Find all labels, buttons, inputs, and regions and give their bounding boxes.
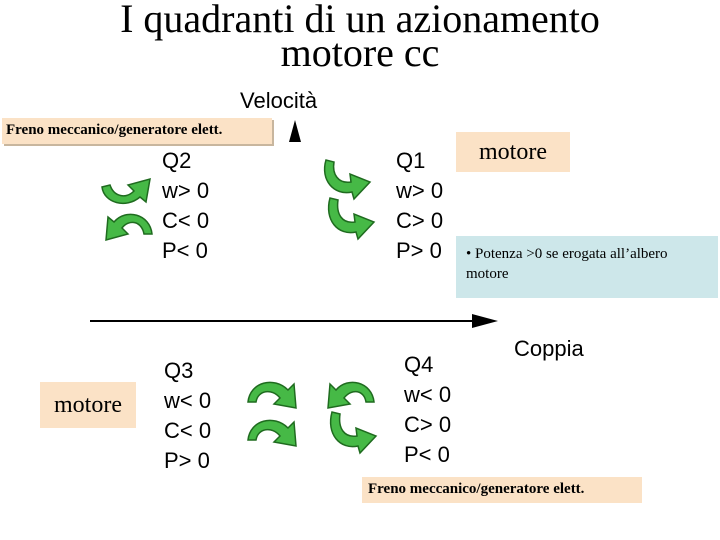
q1-arrow-upper-icon — [323, 159, 372, 201]
q3-torque: C< 0 — [164, 418, 212, 443]
quadrant-q4: Q4 w< 0 C> 0 P< 0 — [404, 350, 451, 470]
q4-speed: w< 0 — [404, 382, 452, 407]
q4-arrow-lower-icon — [329, 411, 378, 455]
q1-arrow-lower-icon — [327, 197, 376, 241]
q4-torque: C> 0 — [404, 412, 452, 437]
q1-speed: w> 0 — [396, 178, 444, 203]
q3-arrow-upper-icon — [247, 381, 297, 409]
q4-power: P< 0 — [404, 442, 450, 467]
title-line-2: motore cc — [280, 30, 440, 75]
q2-arrow-lower-icon — [105, 213, 153, 242]
q2-arrow-upper-icon — [101, 177, 151, 205]
torque-axis-arrowhead — [472, 314, 498, 328]
motor-tag-q3: motore — [40, 382, 136, 428]
q1-name: Q1 — [396, 148, 426, 173]
velocity-axis-arrowhead — [289, 120, 301, 142]
q2-speed: w> 0 — [162, 178, 210, 203]
note-text: Potenza >0 se erogata all’albero motore — [466, 246, 668, 282]
note-bullet: • — [466, 246, 472, 262]
q3-speed: w< 0 — [164, 388, 212, 413]
velocity-axis-label: Velocità — [240, 88, 318, 113]
q3-arrow-lower-icon — [247, 419, 297, 447]
q1-torque: C> 0 — [396, 208, 444, 233]
title-line-1: I quadranti di un azionamento — [120, 0, 600, 41]
page-title: I quadranti di un azionamento motore cc — [0, 0, 720, 75]
q3-name: Q3 — [164, 358, 194, 383]
q2-name: Q2 — [162, 148, 192, 173]
brake-generator-tag-top: Freno meccanico/generatore elett. — [2, 118, 272, 144]
quadrant-q2: Q2 w> 0 C< 0 P< 0 — [162, 146, 209, 266]
q1-power: P> 0 — [396, 238, 442, 263]
q2-power: P< 0 — [162, 238, 208, 263]
motor-tag-q1: motore — [456, 132, 570, 172]
quadrant-q3: Q3 w< 0 C< 0 P> 0 — [164, 356, 211, 476]
power-note-box: • Potenza >0 se erogata all’albero motor… — [456, 236, 718, 298]
quadrant-q1: Q1 w> 0 C> 0 P> 0 — [396, 146, 443, 266]
torque-axis-label: Coppia — [514, 336, 584, 361]
q3-power: P> 0 — [164, 448, 210, 473]
q4-arrow-upper-icon — [327, 381, 375, 409]
brake-generator-tag-bottom: Freno meccanico/generatore elett. — [362, 477, 642, 503]
q4-name: Q4 — [404, 352, 434, 377]
q2-torque: C< 0 — [162, 208, 210, 233]
